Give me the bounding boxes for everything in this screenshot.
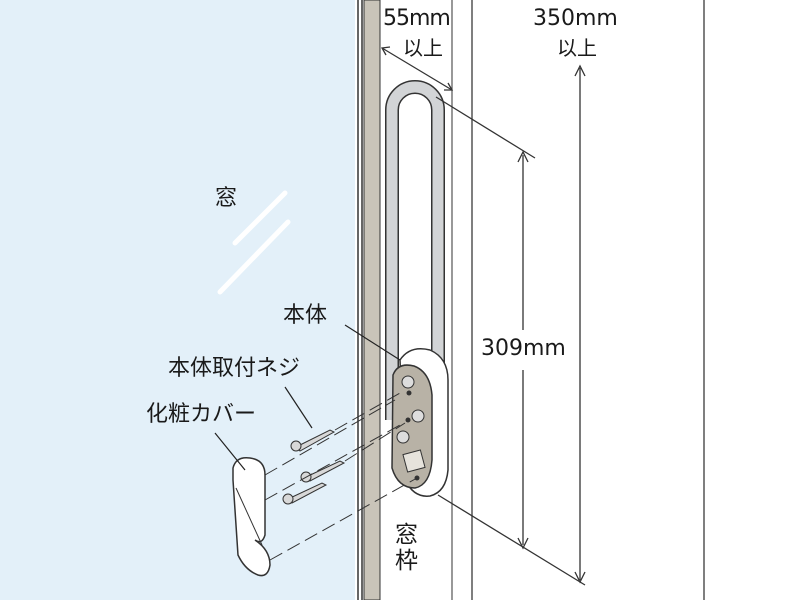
label-window: 窓: [215, 186, 238, 211]
label-cover: 化粧カバー: [146, 402, 257, 427]
grab-bar: [385, 80, 445, 420]
label-body: 本体: [283, 303, 328, 328]
dim-side-clearance-value: 55mm: [383, 6, 451, 31]
dim-side-clearance-note: 以上: [403, 36, 443, 60]
window-glass: [0, 0, 355, 600]
decorative-cover: [232, 456, 271, 577]
dim-top-clearance-value: 350mm: [533, 6, 618, 31]
window-frame-strip: [357, 0, 381, 600]
label-window-frame: 窓枠: [395, 522, 418, 575]
screws: [282, 429, 346, 505]
dim-bar-length: 309mm: [481, 336, 566, 361]
label-body-screws: 本体取付ネジ: [168, 356, 301, 381]
dim-top-clearance-note: 以上: [557, 36, 597, 60]
